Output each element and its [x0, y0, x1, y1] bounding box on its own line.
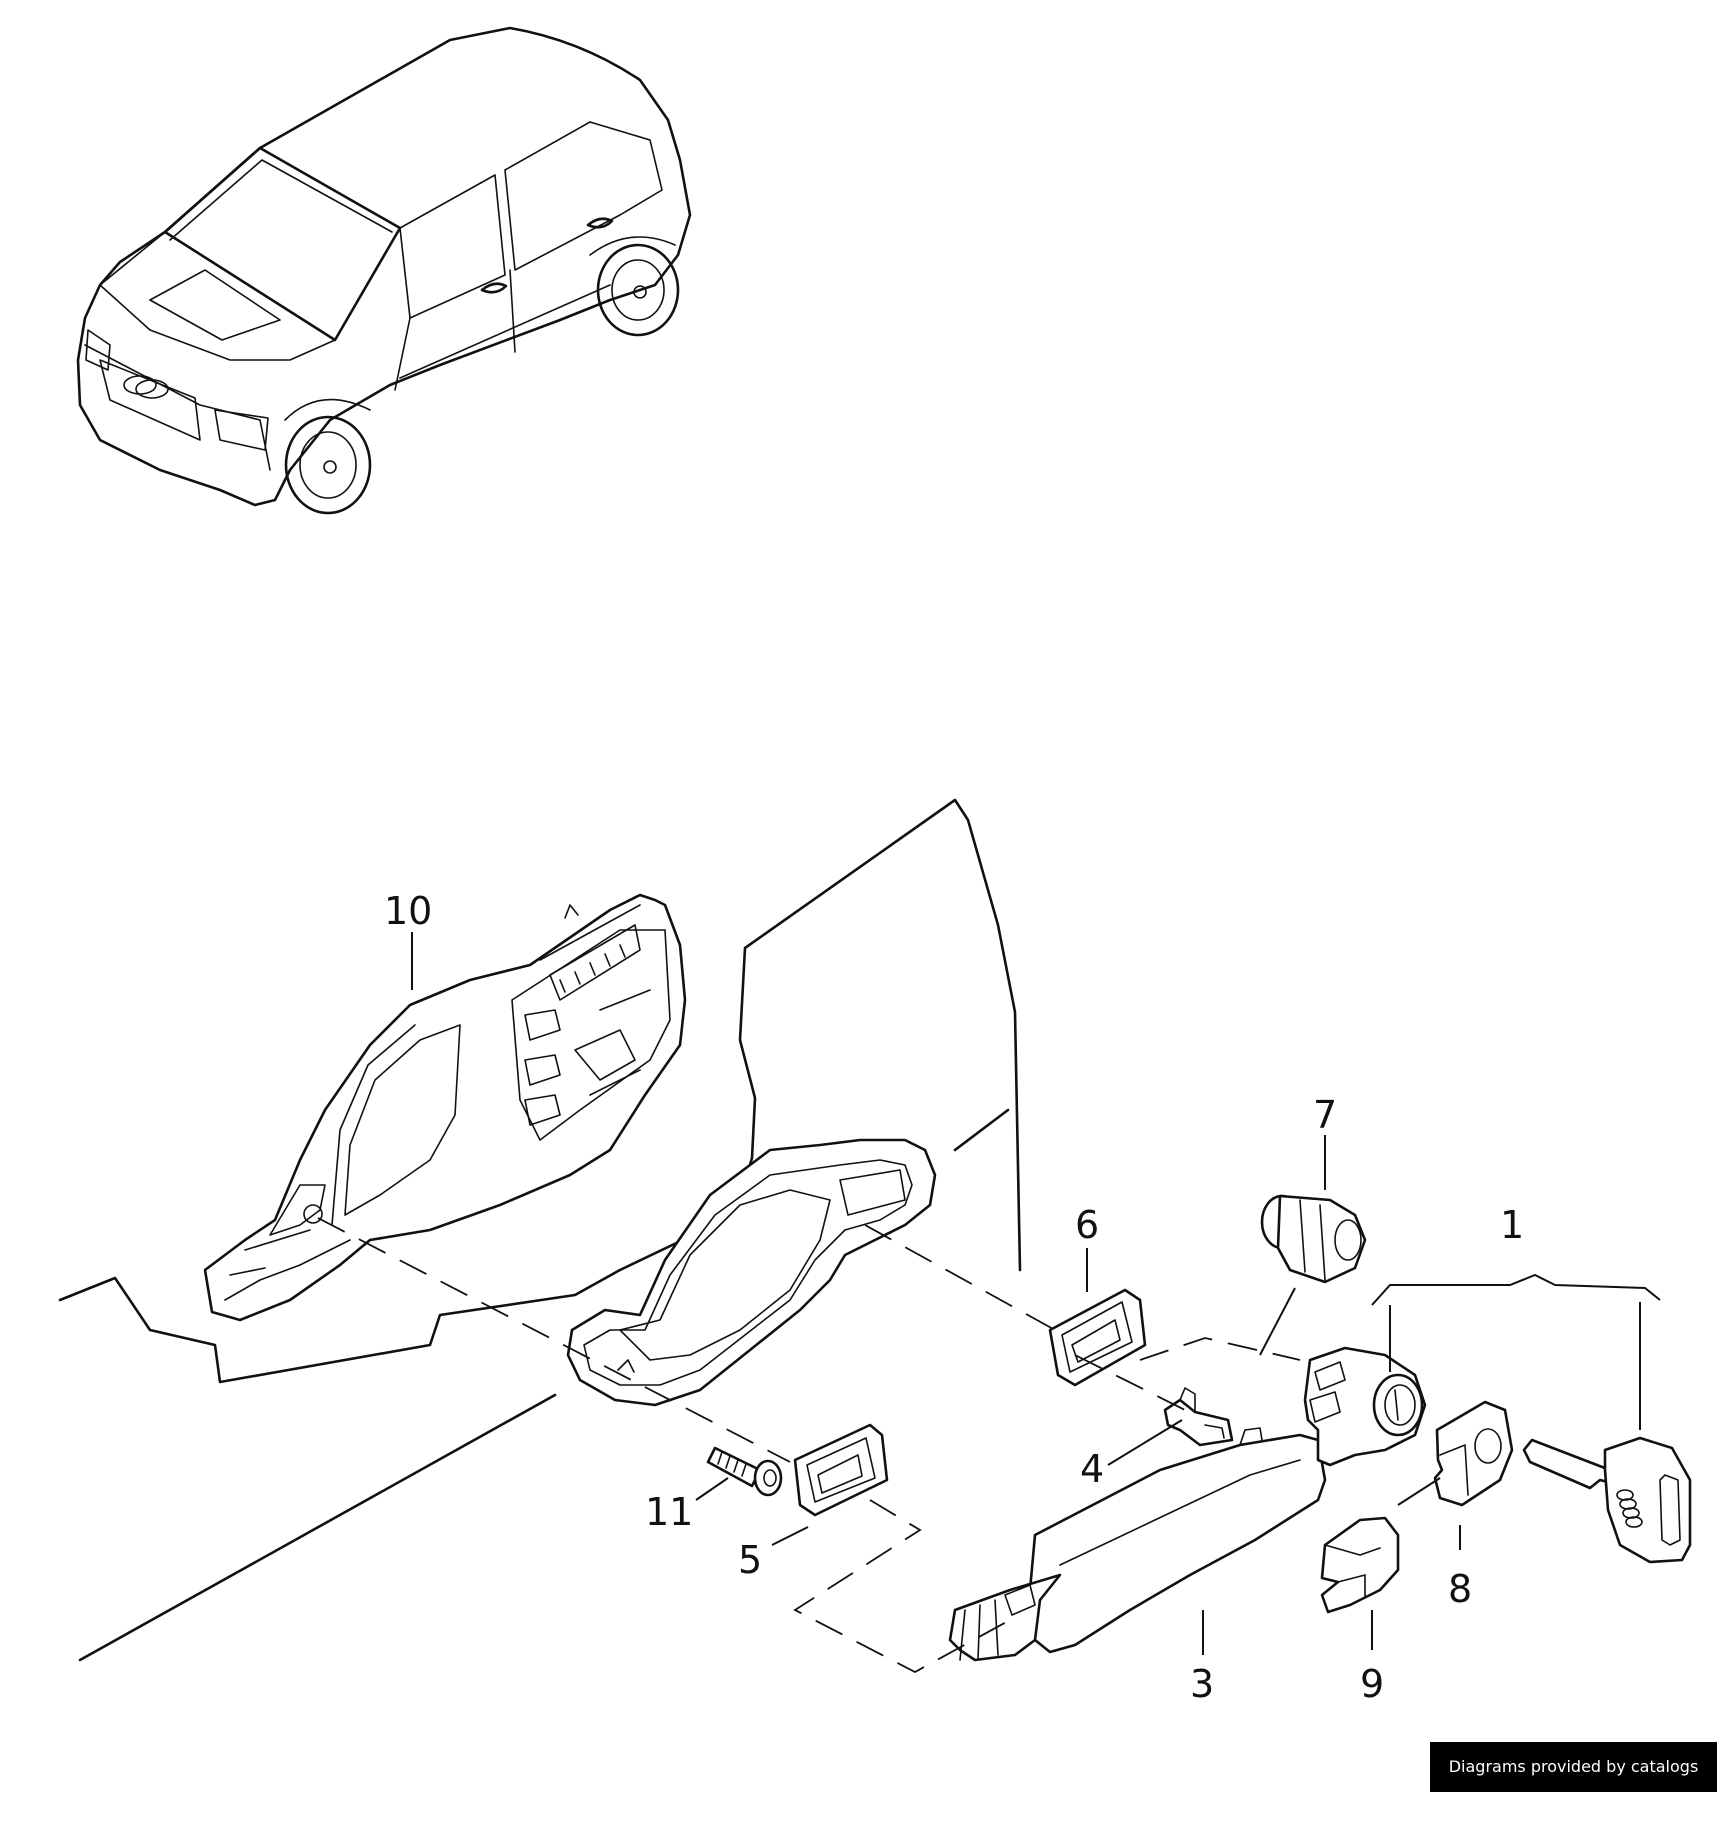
callout-8: 8	[1448, 1567, 1472, 1611]
part-3-door-handle	[948, 1427, 1327, 1662]
callout-11: 11	[645, 1490, 693, 1534]
part-8-cap	[1433, 1400, 1514, 1507]
handle-carrier-gasket	[566, 1138, 937, 1407]
part-10-handle-carrier	[203, 893, 687, 1322]
key	[1522, 1436, 1692, 1564]
lock-cylinder-assembly	[1303, 1346, 1427, 1467]
assembly-dashed-lines	[317, 1217, 1301, 1674]
part-9-cap	[1320, 1516, 1400, 1614]
callout-7: 7	[1313, 1093, 1337, 1137]
part-4-clip	[1163, 1387, 1234, 1447]
credit-banner: Diagrams provided by catalogs parts	[1430, 1742, 1717, 1826]
callout-leader-lines	[411, 932, 1661, 1655]
car-overview-illustration	[76, 26, 692, 515]
part-5-gasket	[793, 1423, 889, 1517]
callout-6: 6	[1075, 1203, 1099, 1247]
callout-labels: 10 7 6 1 4 11 5 8 3 9	[384, 889, 1524, 1706]
part-6-gasket	[1048, 1288, 1147, 1387]
callout-1: 1	[1500, 1203, 1524, 1247]
callout-9: 9	[1360, 1662, 1384, 1706]
part-7-lock-housing	[1260, 1194, 1367, 1284]
callout-3: 3	[1190, 1662, 1214, 1706]
part-11-screw	[706, 1446, 783, 1497]
callout-4: 4	[1080, 1447, 1104, 1491]
callout-5: 5	[738, 1538, 762, 1582]
exploded-parts-diagram: 10 7 6 1 4 11 5 8 3 9	[58, 26, 1692, 1706]
callout-10: 10	[384, 889, 432, 933]
